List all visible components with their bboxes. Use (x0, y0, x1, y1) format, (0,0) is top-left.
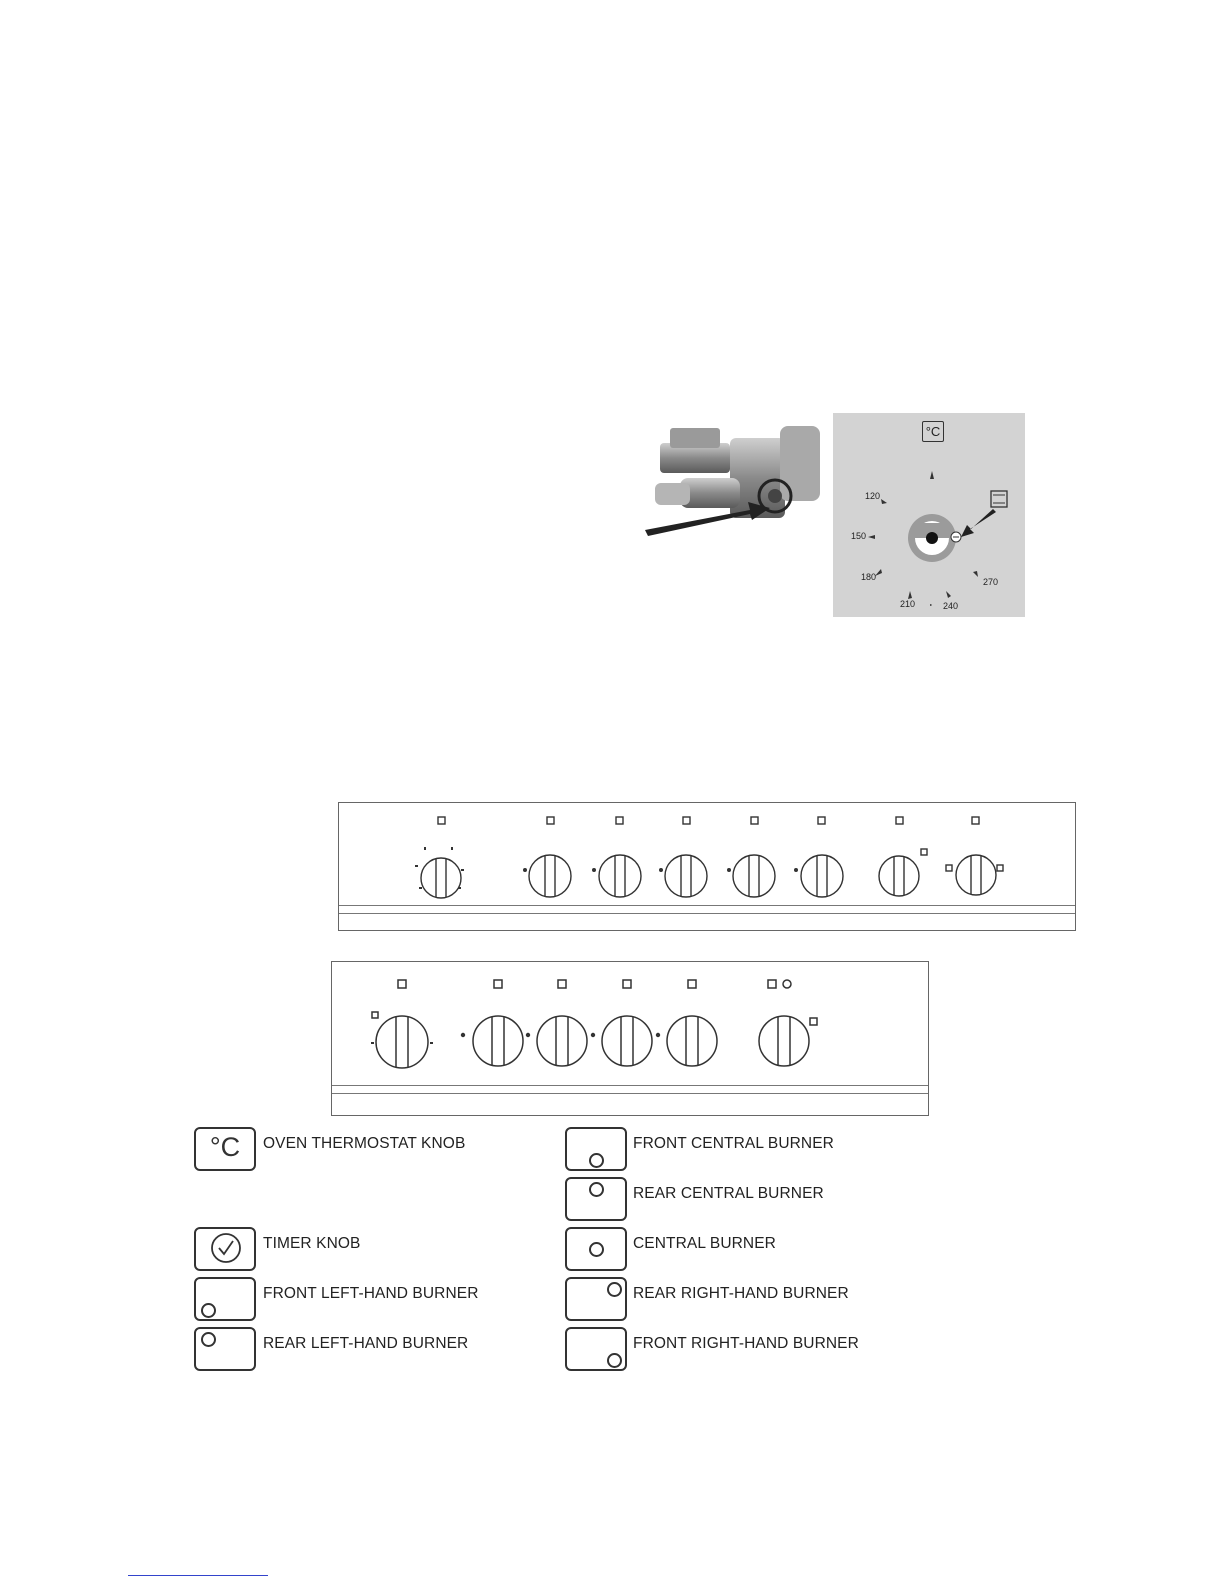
scale-label-210: 210 (900, 599, 915, 609)
thermostat-icon: °C (194, 1127, 256, 1171)
thermostat-dial-figure: °C 120 150 180 210 240 270 (833, 413, 1025, 617)
burner-front-central-icon (565, 1127, 627, 1171)
burner-rear-right-icon (565, 1277, 627, 1321)
scale-label-240: 240 (943, 601, 958, 611)
footer-link-underline[interactable] (128, 1575, 268, 1576)
legend-label-front-central: FRONT CENTRAL BURNER (633, 1135, 834, 1153)
legend-label-front-left: FRONT LEFT-HAND BURNER (263, 1285, 478, 1303)
scale-label-180: 180 (861, 572, 876, 582)
thermostat-icon-symbol: °C (196, 1132, 254, 1163)
control-panel-large (338, 802, 1076, 931)
legend-label-rear-central: REAR CENTRAL BURNER (633, 1185, 824, 1203)
control-panel-large-drawing (339, 803, 1075, 908)
control-panel-small (331, 961, 929, 1116)
legend-label-rear-left: REAR LEFT-HAND BURNER (263, 1335, 468, 1353)
scale-label-270: 270 (983, 577, 998, 587)
legend-label-front-right: FRONT RIGHT-HAND BURNER (633, 1335, 859, 1353)
burner-front-right-icon (565, 1327, 627, 1371)
burner-rear-central-icon (565, 1177, 627, 1221)
timer-icon (194, 1227, 256, 1271)
control-panel-small-drawing (332, 962, 928, 1085)
legend-label-timer: TIMER KNOB (263, 1235, 360, 1253)
burner-rear-left-icon (194, 1327, 256, 1371)
gas-valve-photo (640, 418, 830, 558)
scale-label-150: 150 (851, 531, 866, 541)
legend-label-rear-right: REAR RIGHT-HAND BURNER (633, 1285, 849, 1303)
burner-front-left-icon (194, 1277, 256, 1321)
burner-central-icon (565, 1227, 627, 1271)
legend-label-central: CENTRAL BURNER (633, 1235, 776, 1253)
legend-label-thermostat: OVEN THERMOSTAT KNOB (263, 1135, 465, 1153)
scale-label-120: 120 (865, 491, 880, 501)
